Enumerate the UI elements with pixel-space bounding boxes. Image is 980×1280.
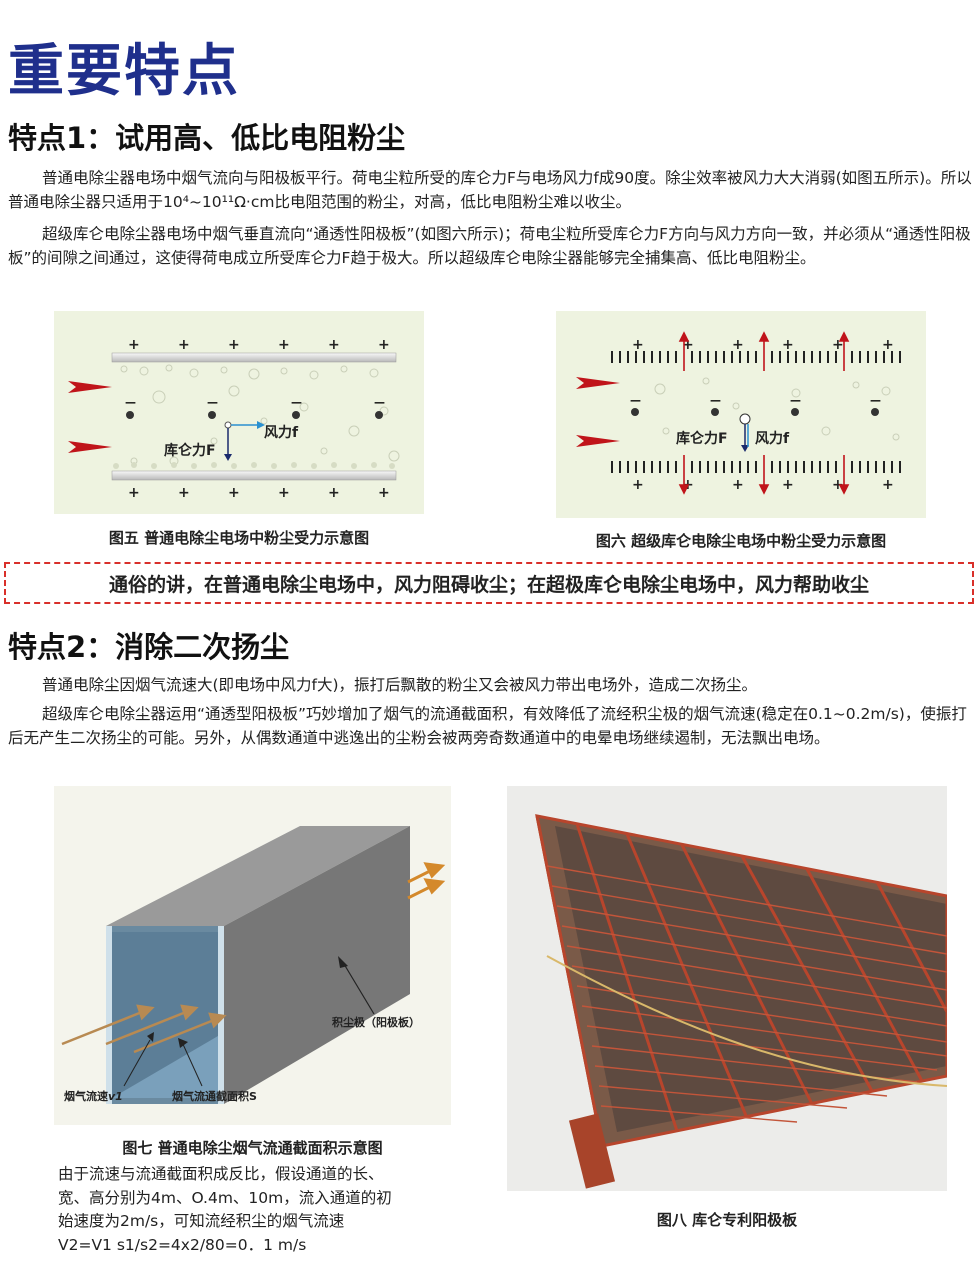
svg-text:—: — [125,396,136,409]
figure-8-caption: 图八 库仑专利阳极板 [656,1211,798,1229]
figure-5-diagram: + + + + + + + + + + + + — — — — [68,337,400,501]
figure-7-diagram: 积尘极（阳极板） 烟气流速v1 烟气流通截面积S [61,826,446,1104]
plus-charges-top: + + + + + + [128,337,390,353]
figure-6-label-wind: 风力f [755,430,790,447]
flue-gas-arrow-bottom [68,441,112,453]
rope [546,955,947,1087]
svg-text:—: — [870,394,881,407]
svg-text:+: + [832,477,844,493]
svg-text:+: + [178,337,190,353]
note-line: 由于流速与流通截面积成反比，假设通道的长、 [58,1165,384,1183]
svg-text:+: + [278,337,290,353]
svg-text:—: — [710,394,721,407]
svg-text:+: + [682,337,694,353]
note-line: 始速度为2m/s，可知流经积尘的烟气流速 [58,1212,345,1230]
penetrating-flow-arrows [678,331,850,495]
figure-7-label-plate: 积尘极（阳极板） [332,1015,420,1029]
plus-charges-bottom: + + + + + + [128,485,390,501]
svg-text:—: — [207,396,218,409]
svg-text:+: + [328,337,340,353]
svg-text:+: + [178,485,190,501]
summary-banner-text: 通俗的讲，在普通电除尘电场中，风力阻碍收尘；在超极库仑电除尘电场中，风力帮助收尘 [108,573,869,596]
note-line: V2=V1 s1/s2=4x2/80=0．1 m/s [58,1235,307,1254]
svg-text:+: + [228,337,240,353]
figure-5: + + + + + + + + + + + + — — — — [54,311,424,514]
figure-6-diagram: + + + + + + [576,331,901,495]
flue-gas-arrow-top [576,377,620,389]
channel-top-face [106,826,410,926]
svg-text:+: + [632,477,644,493]
svg-text:+: + [732,337,744,353]
dust-particle-charged [224,421,232,429]
anode-plate-top [111,352,397,363]
figure-7-label-area: 烟气流通截面积S [172,1089,257,1103]
svg-text:—: — [630,394,641,407]
feature2-paragraph-1: 普通电除尘因烟气流速大(即电场中风力f大)，振打后飘散的粉尘又会被风力带出电场外… [42,676,758,694]
figure-5-label-coulomb: 库仑力F [164,442,216,459]
flue-gas-arrows-out [407,862,446,900]
svg-text:+: + [378,485,390,501]
svg-text:+: + [882,337,894,353]
feature1-paragraph-2: 超级库仑电除尘器电场中烟气垂直流向“通透性阳极板”(如图六所示)；荷电尘粒所受库… [8,225,971,267]
feature2-paragraph-2: 超级库仑电除尘器运用“通透型阳极板”巧妙增加了烟气的流通截面积，有效降低了流经积… [8,705,967,747]
svg-text:+: + [632,337,644,353]
figure-5-caption: 图五 普通电除尘电场中粉尘受力示意图 [108,529,370,547]
svg-text:+: + [128,337,140,353]
figure-6-label-coulomb: 库仑力F [676,430,728,447]
dust-particles [654,377,900,441]
figure-7-label-speed: 烟气流速v1 [64,1089,123,1103]
svg-text:+: + [228,485,240,501]
feature1-paragraph-1: 普通电除尘器电场中烟气流向与阳极板平行。荷电尘粒所受的库仑力F与电场风力f成90… [8,169,972,211]
figure-6: + + + + + + [556,311,926,518]
dust-particle-charged [739,413,751,425]
plus-charges-top: + + + + + + [632,337,894,353]
svg-text:+: + [128,485,140,501]
svg-text:—: — [374,396,385,409]
svg-text:+: + [782,337,794,353]
anode-frame [535,814,947,1148]
figure-8-photo [507,786,947,1191]
svg-text:+: + [832,337,844,353]
flue-gas-arrows-in [61,1004,227,1054]
svg-text:+: + [732,477,744,493]
corona-electrodes: — — — — [630,394,881,416]
perforated-anode-bottom [611,461,901,473]
svg-text:+: + [882,477,894,493]
svg-text:+: + [328,485,340,501]
figure-5-label-wind: 风力f [264,424,299,441]
page-title: 重要特点 [8,39,240,104]
flue-gas-arrow-bottom [576,435,620,447]
frame-post [568,1113,616,1189]
summary-banner: 通俗的讲，在普通电除尘电场中，风力阻碍收尘；在超极库仑电除尘电场中，风力帮助收尘 [4,562,974,604]
feature2-heading: 特点2：消除二次扬尘 [8,630,290,664]
figure-7-caption: 图七 普通电除尘烟气流通截面积示意图 [122,1139,383,1157]
note-line: 宽、高分别为4m、O.4m、10m，流入通道的初 [58,1188,392,1207]
corona-electrodes: — — — — [125,396,385,419]
svg-text:—: — [291,396,302,409]
anode-plate-bottom [111,470,397,481]
channel-side-face [224,826,410,1104]
perforated-anode-top [611,351,901,363]
svg-text:+: + [782,477,794,493]
flow-calculation-note: 由于流速与流通截面积成反比，假设通道的长、 宽、高分别为4m、O.4m、10m，… [58,1163,458,1257]
svg-text:—: — [790,394,801,407]
figure-6-caption: 图六 超级库仑电除尘电场中粉尘受力示意图 [595,532,887,550]
svg-text:+: + [278,485,290,501]
anode-plate-illustration [507,786,947,1191]
figure-7: 积尘极（阳极板） 烟气流速v1 烟气流通截面积S [54,786,451,1125]
dust-particles [120,364,400,466]
feature1-heading: 特点1：试用高、低比电阻粉尘 [8,121,406,155]
flue-gas-arrow-top [68,381,112,393]
dust-layer-bottom [113,462,395,469]
svg-text:+: + [378,337,390,353]
